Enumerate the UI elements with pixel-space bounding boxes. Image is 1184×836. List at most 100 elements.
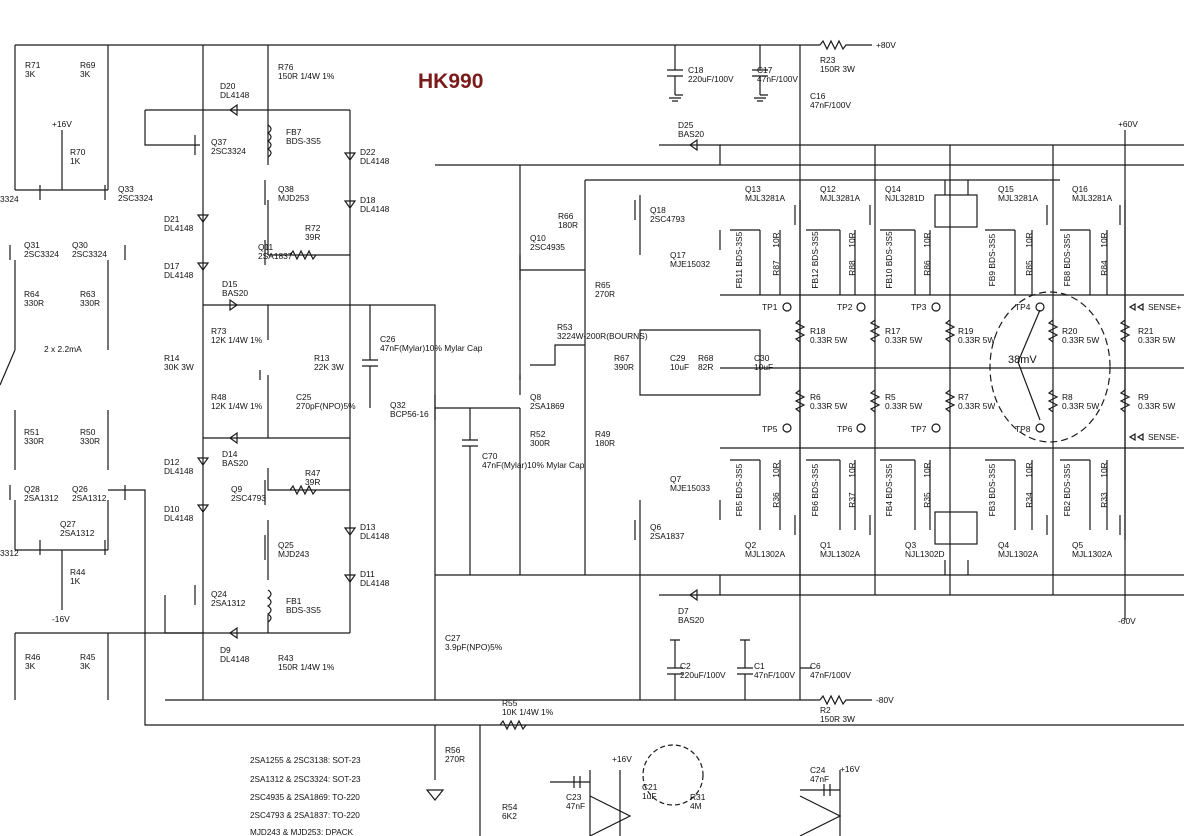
component-value-label: MJL3281A (820, 193, 860, 203)
rail-label-pos16-left: +16V (52, 119, 72, 129)
component-ref-label: D10 (164, 504, 180, 514)
component-value-label: 270pF(NPO)5% (296, 401, 356, 411)
component-value-label: MJD243 (278, 549, 310, 559)
component-ref-label: R17 (885, 326, 901, 336)
package-note: MJD243 & MJD253: DPACK (250, 828, 354, 836)
component-ref-label: R69 (80, 60, 96, 70)
package-note: 2SC4793 & 2SA1837: TO-220 (250, 811, 360, 820)
component-value-label: MJE15033 (670, 483, 710, 493)
vertical-component-label: 10R (922, 232, 932, 247)
component-ref-label: C24 (810, 765, 826, 775)
component-ref-label: R65 (595, 280, 611, 290)
component-ref-label: Q38 (278, 184, 294, 194)
component-value-label: 0.33R 5W (1138, 401, 1175, 411)
package-note: 2SA1312 & 2SC3324: SOT-23 (250, 775, 361, 784)
component-value-label: 47nF/100V (810, 670, 851, 680)
component-ref-label: R13 (314, 353, 330, 363)
component-value-label: DL4148 (164, 270, 194, 280)
component-ref-label: R72 (305, 223, 321, 233)
component-value-label: 2SC3324 (118, 193, 153, 203)
component-value-label: NJL1302D (905, 549, 945, 559)
component-value-label: 220uF/100V (688, 74, 734, 84)
component-ref-label: Q31 (24, 240, 40, 250)
vertical-component-label: R37 (847, 492, 857, 508)
component-ref-label: D12 (164, 457, 180, 467)
component-ref-label: R8 (1062, 392, 1073, 402)
component-ref-label: R21 (1138, 326, 1154, 336)
vertical-component-label: FB12 BDS-3S5 (810, 231, 820, 289)
component-value-label: DL4148 (220, 90, 250, 100)
component-value-label: 47nF(Mylar)10% Mylar Cap (482, 460, 585, 470)
component-value-label: 330R (24, 436, 44, 446)
component-ref-label: Q33 (118, 184, 134, 194)
component-value-label: 3224W-200R(BOURNS) (557, 331, 648, 341)
component-ref-label: R14 (164, 353, 180, 363)
component-value-label: 1K (70, 576, 81, 586)
component-ref-label: C26 (380, 334, 396, 344)
vertical-component-label: R33 (1099, 492, 1109, 508)
component-ref-label: FB1 (286, 596, 302, 606)
component-ref-label: D9 (220, 645, 231, 655)
component-value-label: 10uF (670, 362, 689, 372)
component-value-label: DL4148 (360, 578, 390, 588)
wiring (0, 39, 1184, 836)
component-ref-label: R46 (25, 652, 41, 662)
component-value-label: NJL3281D (885, 193, 925, 203)
component-ref-label: FB7 (286, 127, 302, 137)
vertical-component-label: R88 (847, 260, 857, 276)
component-ref-label: R44 (70, 567, 86, 577)
component-ref-label: Q27 (60, 519, 76, 529)
component-value-label: 0.33R 5W (810, 401, 847, 411)
component-value-label: 2SC4793 (650, 214, 685, 224)
component-ref-label: Q1 (820, 540, 832, 550)
vertical-component-label: 10R (1099, 232, 1109, 247)
component-ref-label: R18 (810, 326, 826, 336)
vertical-component-label: 10R (847, 462, 857, 477)
test-point-label: TP5 (762, 424, 778, 434)
component-value-label: MJL1302A (1072, 549, 1112, 559)
component-value-label: 3K (80, 661, 91, 671)
vertical-component-label: FB8 BDS-3S5 (1062, 233, 1072, 286)
component-ref-label: R6 (810, 392, 821, 402)
component-ref-label: D15 (222, 279, 238, 289)
component-value-label: 0.33R 5W (1062, 335, 1099, 345)
component-value-label: 0.33R 5W (958, 335, 995, 345)
component-ref-label: R49 (595, 429, 611, 439)
component-value-label: 2SA1312 (72, 493, 107, 503)
component-value-label: 47nF (566, 801, 585, 811)
component-ref-label: Q30 (72, 240, 88, 250)
rail-label-pos16-opamp-a: +16V (612, 754, 632, 764)
component-ref-label: R5 (885, 392, 896, 402)
component-ref-label: D7 (678, 606, 689, 616)
test-point-label: TP8 (1015, 424, 1031, 434)
component-value-label: DL4148 (164, 466, 194, 476)
vertical-component-label: FB11 BDS-3S5 (734, 231, 744, 288)
package-note: 2SC4935 & 2SA1869: TO-220 (250, 793, 360, 802)
component-ref-label: R70 (70, 147, 86, 157)
vertical-component-label: 10R (922, 462, 932, 477)
bias-voltage-label: 38mV (1008, 354, 1037, 366)
test-point-label: TP6 (837, 424, 853, 434)
component-value-label: 0.33R 5W (885, 335, 922, 345)
vertical-component-label: FB3 BDS-3S5 (987, 463, 997, 516)
component-ref-label: C17 (757, 65, 773, 75)
component-value-label: 390R (614, 362, 634, 372)
vertical-component-label: 10R (771, 462, 781, 477)
component-value-label: 2SA1312 (60, 528, 95, 538)
rail-label-pos60: +60V (1118, 119, 1138, 129)
component-ref-label: R68 (698, 353, 714, 363)
component-ref-label: Q14 (885, 184, 901, 194)
component-ref-label: C29 (670, 353, 686, 363)
component-ref-label: Q7 (670, 474, 682, 484)
component-ref-label: Q2 (745, 540, 757, 550)
component-value-label: 22K 3W (314, 362, 344, 372)
component-value-label: 30K 3W (164, 362, 194, 372)
component-value-label: 2SC3324 (24, 249, 59, 259)
component-value-label: 0.33R 5W (1138, 335, 1175, 345)
component-value-label: 300R (530, 438, 550, 448)
vertical-component-label: FB2 BDS-3S5 (1062, 463, 1072, 516)
component-value-label: 12K 1/4W 1% (211, 401, 263, 411)
component-value-label: 330R (24, 298, 44, 308)
edge-part-label: 3324 (0, 194, 19, 204)
component-value-label: DL4148 (360, 204, 390, 214)
